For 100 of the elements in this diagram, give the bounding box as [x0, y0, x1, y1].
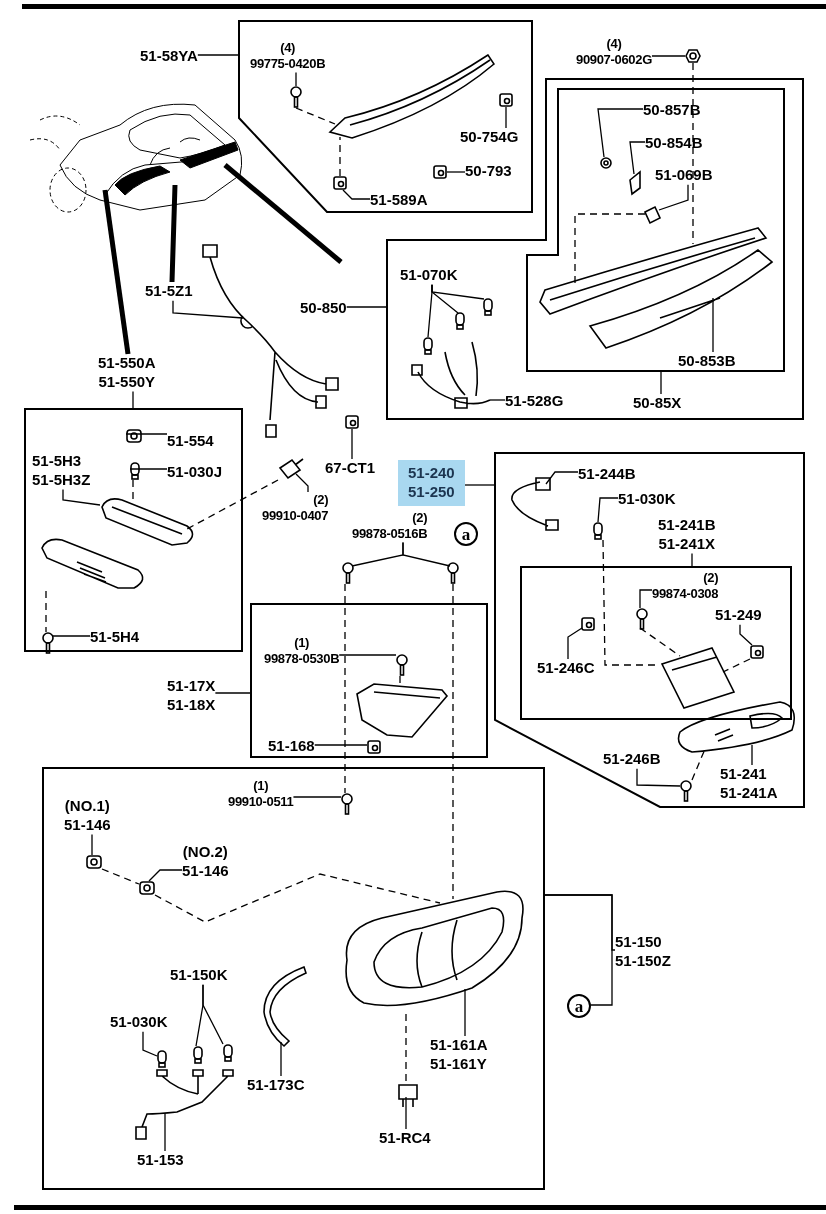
screw-drawing [341, 793, 353, 815]
part-number: 51-146 [64, 815, 111, 835]
part-number: 99910-0407 [262, 508, 329, 525]
part-number-label: 51-249 [715, 606, 762, 625]
thick-leader-line [222, 162, 343, 264]
screw-drawing [636, 608, 648, 630]
part-number-label: 51-070K [400, 266, 458, 285]
leader-line [172, 300, 244, 319]
leader-line [91, 833, 93, 856]
bracket-drawing [643, 203, 663, 227]
leader-line [142, 1031, 158, 1057]
pin-drawing [278, 457, 305, 480]
part-number-label: 50-857B [643, 101, 701, 120]
assembly-line [574, 213, 646, 285]
leader-line [405, 1096, 407, 1130]
screw-drawing [342, 562, 354, 584]
leader-line [489, 399, 506, 401]
thick-leader-line [169, 182, 178, 283]
part-number-label: 51-030J [167, 463, 223, 482]
group-frame [250, 603, 488, 758]
quantity-note: (2) [313, 492, 329, 509]
quantity-note: (4) [606, 36, 622, 53]
leader-line [636, 768, 681, 787]
leader-line [639, 589, 653, 609]
part-number: 51-241A [720, 783, 778, 803]
bulb-socket-drawing [86, 855, 102, 869]
bulb-socket-drawing [139, 881, 155, 895]
leader-line [62, 488, 101, 506]
leader-line [295, 71, 297, 87]
leader-line [132, 390, 134, 409]
part-number: 51-241B [658, 516, 716, 535]
quantity-note: (NO.1) [64, 797, 110, 816]
nut-drawing [685, 49, 701, 63]
leader-line [148, 869, 183, 882]
leader-line [660, 371, 662, 395]
bracket-plate-drawing [355, 682, 449, 739]
leader-line [544, 894, 613, 1006]
clip-drawing [433, 165, 447, 179]
part-number: 51-550Y [98, 372, 156, 392]
part-number: 51-146 [182, 861, 229, 881]
weatherstrip-drawing [262, 965, 308, 1048]
assembly-line [101, 868, 140, 885]
leader-line [346, 306, 387, 308]
screw-drawing [396, 654, 408, 676]
leader-line [342, 189, 371, 200]
assembly-line [295, 107, 336, 125]
part-number: 90907-0602G [576, 52, 652, 69]
quantity-note: (1) [253, 778, 269, 795]
leader-line [351, 428, 353, 460]
clip-drawing [581, 617, 595, 631]
part-number-label: 51-150K [170, 966, 228, 985]
part-number-label: 51-168 [268, 737, 315, 756]
part-number-label: 51-528G [505, 392, 564, 411]
bulb-drawing [193, 1046, 203, 1064]
leader-line [629, 141, 646, 175]
bulb-socket-drawing [126, 429, 142, 443]
part-number-label: 51-069B [655, 166, 713, 185]
part-number: 51-18X [167, 695, 216, 715]
leader-line [292, 796, 342, 798]
bulb-drawing [593, 522, 603, 540]
part-number-label: 51-153 [137, 1151, 184, 1170]
assembly-line [399, 675, 401, 686]
part-number: 51-17X [167, 677, 216, 696]
part-number: 51-161Y [430, 1054, 487, 1074]
circle-reference-mark: a [454, 522, 478, 546]
group-frame [494, 452, 805, 808]
screw-drawing [290, 86, 302, 108]
group-frame [24, 408, 243, 652]
clip-drawing [345, 415, 359, 429]
clip-drawing [499, 93, 513, 107]
wiring-harness-drawing [134, 1068, 234, 1141]
leader-line [164, 1112, 166, 1152]
part-number-label: 50-793 [465, 162, 512, 181]
part-number: 99910-0511 [228, 794, 294, 811]
leader-line [567, 627, 583, 660]
quantity-note: (2) [412, 510, 428, 527]
part-number: 99874-0308 [652, 586, 719, 603]
part-number: 99878-0516B [352, 526, 428, 543]
part-number-label: 51-246C [537, 659, 595, 678]
clip-drawing [367, 740, 381, 754]
lamp-housing-drawing [538, 226, 768, 316]
bulb-drawing [130, 462, 140, 480]
clip-drawing [750, 645, 764, 659]
assembly-line [154, 873, 441, 923]
part-number: 51-5H3Z [32, 470, 91, 490]
group-frame [42, 767, 545, 1190]
part-number: 51-250 [408, 482, 455, 502]
leader-line [464, 988, 466, 1037]
part-number-label: 51-554 [167, 432, 214, 451]
part-number-label: 51-246B [603, 750, 661, 769]
leader-line [431, 284, 485, 300]
part-number-label: 50-754G [460, 128, 519, 147]
part-number: 51-150Z [615, 951, 671, 971]
bulb-drawing [223, 1044, 233, 1062]
leader-line [505, 106, 507, 129]
leader-line [691, 552, 693, 567]
assembly-line [639, 627, 681, 657]
thick-leader-line [102, 187, 131, 355]
part-number-label: 51-030K [110, 1013, 168, 1032]
quantity-note: (NO.2) [182, 843, 228, 862]
